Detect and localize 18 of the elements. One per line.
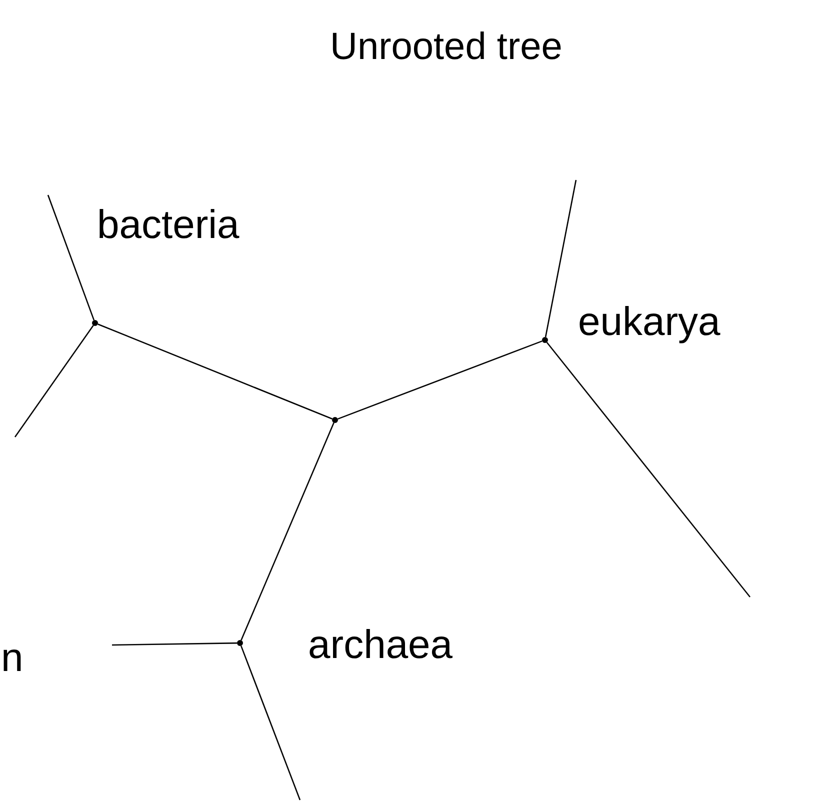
tree-branch bbox=[338, 340, 542, 420]
tree-branch bbox=[98, 324, 332, 420]
tree-branch bbox=[544, 180, 577, 338]
tree-branch bbox=[546, 342, 750, 598]
tree-branch bbox=[112, 642, 238, 646]
branch-point bbox=[542, 337, 548, 343]
taxon-label: archaea bbox=[308, 625, 453, 665]
tree-branch bbox=[47, 194, 95, 320]
tree-branch bbox=[240, 646, 301, 800]
branch-point bbox=[237, 640, 243, 646]
taxon-label: bacteria bbox=[97, 205, 240, 245]
title: Unrooted tree bbox=[330, 28, 562, 66]
branch-point bbox=[92, 320, 98, 326]
tree-branch bbox=[14, 325, 94, 438]
branch-point bbox=[332, 417, 338, 423]
taxon-label: n bbox=[1, 638, 24, 678]
tree-branch bbox=[240, 422, 334, 640]
taxon-label: eukarya bbox=[578, 302, 720, 342]
